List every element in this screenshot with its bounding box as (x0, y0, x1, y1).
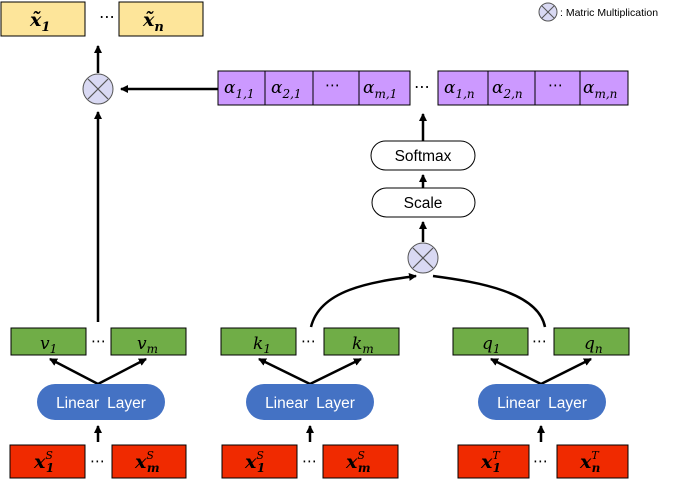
curve-keys-to-multiply (309, 272, 417, 328)
attention-cell: αm,n (583, 78, 617, 101)
keys-row: k1 ⋯ km (220, 327, 400, 356)
attention-cell: αm,1 (363, 78, 397, 101)
values-row: v1 ⋯ vm (10, 327, 187, 356)
input-to-linear-arrows (94, 425, 545, 442)
value-first: v1 (40, 334, 57, 356)
attention-cell: α2,1 (271, 78, 302, 101)
multiply-circle-left (82, 73, 114, 105)
attention-ellipsis: ⋯ (414, 77, 430, 96)
source-ellipsis: ⋯ (90, 452, 105, 470)
output-ellipsis: ⋯ (99, 7, 115, 26)
softmax-box: Softmax (370, 140, 476, 171)
queries-row: q1 ⋯ qn (452, 327, 630, 356)
output-first: x̃1 (29, 9, 50, 35)
query-first: q1 (482, 334, 501, 356)
key-last: km (352, 334, 374, 356)
softmax-label: Softmax (395, 148, 452, 165)
attention-cell: α1,n (444, 78, 475, 101)
queries-ellipsis: ⋯ (532, 332, 547, 350)
value-last: vm (137, 334, 158, 356)
attention-cell-ellipsis: ⋯ (548, 76, 563, 94)
attention-cell: α2,n (492, 78, 523, 101)
attention-cell: α1,1 (224, 78, 255, 101)
query-last: qn (584, 334, 603, 356)
curve-queries-to-multiply (432, 274, 547, 328)
target-ellipsis: ⋯ (533, 452, 548, 470)
scale-box: Scale (371, 187, 476, 218)
multiply-circle-icon (538, 2, 558, 22)
linear-to-vector-arrows (49, 357, 592, 386)
attention-cell-ellipsis: ⋯ (325, 76, 340, 94)
output-last: x̃n (142, 9, 164, 35)
multiply-circle-right (407, 242, 439, 274)
key-first: k1 (253, 334, 271, 356)
attention-row: α1,1 α2,1 ⋯ αm,1 ⋯ α1,n α2,n ⋯ αm,n (217, 70, 629, 106)
source-ellipsis: ⋯ (302, 452, 317, 470)
values-ellipsis: ⋯ (91, 332, 106, 350)
keys-ellipsis: ⋯ (301, 332, 316, 350)
scale-label: Scale (404, 195, 443, 212)
legend-text: : Matric Multiplication (560, 7, 658, 19)
legend: : Matric Multiplication (538, 2, 658, 22)
output-row: x̃1 ⋯ x̃n (0, 1, 204, 37)
